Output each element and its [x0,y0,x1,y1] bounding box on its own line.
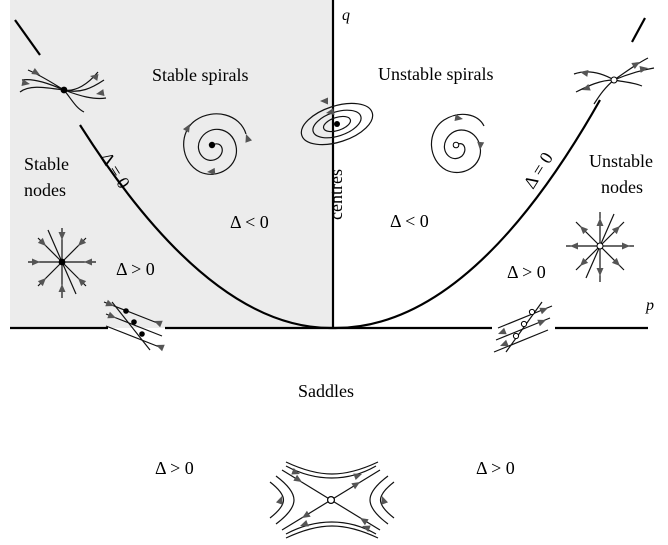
delta-positive-saddle-right: Δ > 0 [476,458,515,478]
centres-label: centres [326,169,346,220]
unstable-nodes-label-2: nodes [601,177,643,197]
unstable-nodes-label-1: Unstable [589,151,653,171]
delta-positive-saddle-left: Δ > 0 [155,458,194,478]
delta-zero-right: Δ = 0 [519,149,556,192]
parabola-right-top [632,18,645,42]
saddles-label: Saddles [298,381,354,401]
q-axis-label: q [342,7,350,24]
delta-positive-left: Δ > 0 [116,259,155,279]
unstable-line-of-fixed-points [494,302,552,352]
delta-negative-right: Δ < 0 [390,211,429,231]
delta-negative-left: Δ < 0 [230,212,269,232]
saddle-portrait [270,462,394,538]
unstable-star-node [566,212,634,282]
stable-nodes-label-2: nodes [24,180,66,200]
unstable-spiral-portrait [431,114,484,172]
delta-positive-right: Δ > 0 [507,262,546,282]
p-axis-label: p [645,297,654,314]
unstable-spirals-label: Unstable spirals [378,64,493,84]
stable-spirals-label: Stable spirals [152,65,249,85]
stable-nodes-label-1: Stable [24,154,69,174]
unstable-degenerate-node-right [574,58,654,104]
parabola-right [333,100,600,328]
